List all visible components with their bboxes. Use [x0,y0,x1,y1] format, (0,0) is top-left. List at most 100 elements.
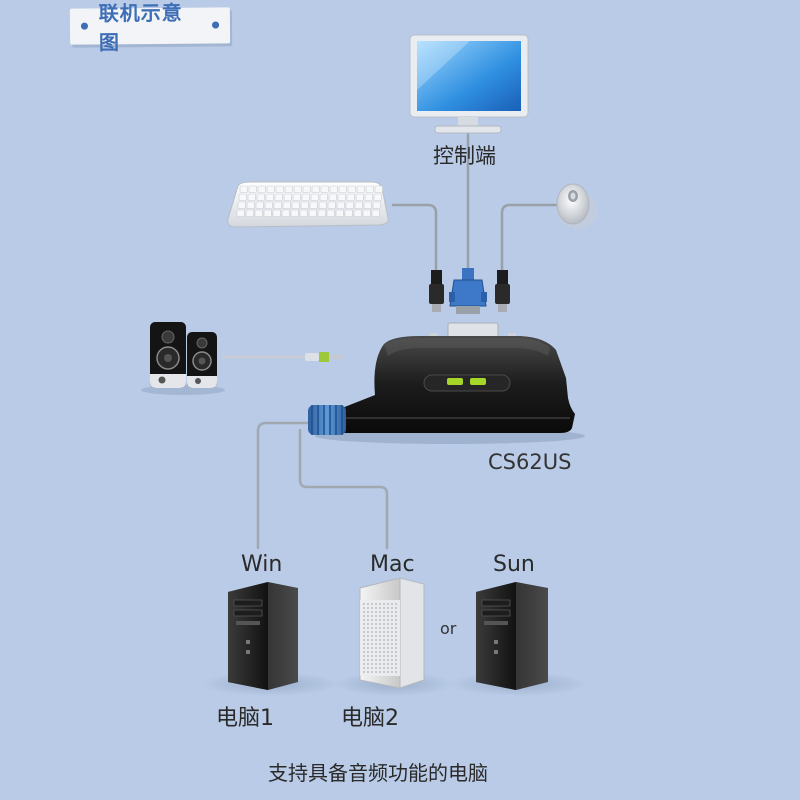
mac-grille-hole [387,603,389,605]
mac-grille-hole [375,639,377,641]
mac-grille-hole [387,611,389,613]
mac-grille-hole [391,647,393,649]
mac-grille-hole [387,647,389,649]
keyboard-key [310,193,319,201]
speakers-icon [141,322,225,395]
mac-grille-hole [367,655,369,657]
mac-grille-hole [391,671,393,673]
mac-grille-hole [383,671,385,673]
mac-grille-hole [375,627,377,629]
keyboard-key [274,193,283,201]
mac-grille-hole [383,623,385,625]
mac-grille-hole [363,603,365,605]
keyboard-key [302,185,311,193]
computer2-macpro-icon [334,577,454,696]
mac-grille-hole [367,635,369,637]
mac-grille-hole [391,619,393,621]
mac-grille-hole [387,631,389,633]
keyboard-key [346,193,355,201]
mac-grille-hole [395,607,397,609]
mac-grille-hole [379,623,381,625]
mac-grille-hole [395,663,397,665]
mac-grille-hole [391,635,393,637]
mac-grille-hole [367,659,369,661]
mac-grille-hole [375,635,377,637]
keyboard-key [275,185,284,193]
keyboard-key [265,193,274,201]
mac-grille-hole [371,611,373,613]
mac-grille-hole [391,603,393,605]
mac-grille-hole [375,619,377,621]
mac-grille-hole [387,643,389,645]
mac-grille-hole [379,647,381,649]
mac-grille-hole [383,643,385,645]
keyboard-key [327,201,336,209]
mac-grille-hole [363,651,365,653]
mac-grille-hole [387,619,389,621]
computer2-label: 电脑2 [341,706,399,731]
mouse-icon [556,183,598,229]
mac-grille-hole [395,667,397,669]
mac-grille-hole [375,631,377,633]
mac-grille-hole [375,667,377,669]
keyboard-key [236,209,245,217]
mac-grille-hole [383,663,385,665]
mac-grille-hole [363,623,365,625]
computer2-os-label: Mac [370,552,415,577]
mac-grille-hole [391,667,393,669]
mac-grille-hole [363,639,365,641]
keyboard-key [365,185,374,193]
mac-grille-hole [367,671,369,673]
mac-grille-hole [383,611,385,613]
mac-grille-hole [379,631,381,633]
audio-plug-icon [305,352,343,362]
keyboard-key [345,201,354,209]
mac-grille-hole [395,631,397,633]
mac-grille-hole [367,647,369,649]
keyboard-key [282,201,291,209]
mac-grille-hole [371,607,373,609]
mac-grille-hole [363,671,365,673]
mac-grille-hole [379,615,381,617]
kvm-cable-boot [308,405,346,435]
mac-grille-hole [371,631,373,633]
kvm-switch-device [308,322,585,444]
keyboard-key [283,193,292,201]
mac-grille-hole [375,643,377,645]
mac-grille-hole [371,639,373,641]
mac-grille-hole [383,619,385,621]
mac-grille-hole [363,663,365,665]
mac-grille-hole [379,635,381,637]
keyboard-key [266,185,275,193]
mac-grille-hole [363,643,365,645]
keyboard-key [328,193,337,201]
mac-grille-hole [371,627,373,629]
keyboard-key [319,193,328,201]
keyboard-key [293,185,302,193]
mac-grille-hole [371,671,373,673]
mac-grille-hole [395,611,397,613]
mouse-cable [500,203,558,272]
mac-grille-hole [391,611,393,613]
mac-grille-hole [383,659,385,661]
mac-grille-hole [371,603,373,605]
mac-grille-hole [367,643,369,645]
mac-grille-hole [363,615,365,617]
mac-grille-hole [371,623,373,625]
mac-grille-hole [379,603,381,605]
mac-grille-hole [387,659,389,661]
keyboard-key [363,201,372,209]
mac-grille-hole [387,667,389,669]
keyboard-key [284,185,293,193]
mac-grille-hole [383,655,385,657]
mac-grille-hole [387,663,389,665]
mac-grille-hole [391,631,393,633]
mac-grille-hole [383,627,385,629]
mac-grille-hole [375,615,377,617]
mac-grille-hole [383,615,385,617]
keyboard-key [371,209,380,217]
mac-grille-hole [391,627,393,629]
keyboard-key [264,201,273,209]
mac-grille-hole [363,619,365,621]
vga-connector [449,268,487,314]
